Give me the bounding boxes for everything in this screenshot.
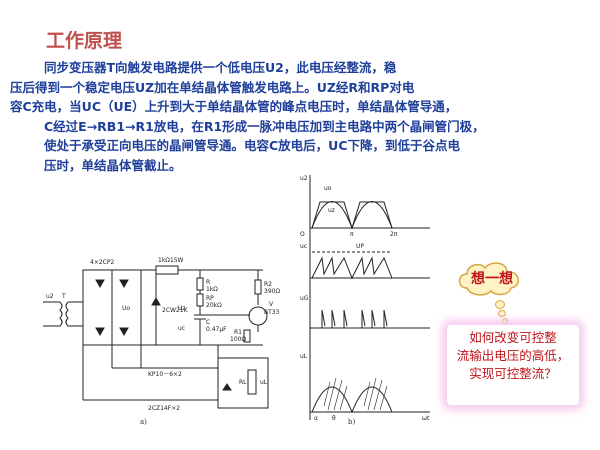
label-transformer: T <box>61 293 66 300</box>
wave-label-2pi: 2π <box>390 231 398 238</box>
wave-label-up: UP <box>356 243 364 250</box>
wave-label-wt: ωt <box>422 415 430 422</box>
label-r1: R1 <box>234 329 242 336</box>
label-r1-value: 100Ω <box>230 336 246 343</box>
label-uo: Uo <box>122 305 130 312</box>
bubble-dot-1 <box>495 300 505 309</box>
label-u2: u2 <box>46 293 54 300</box>
label-c: C <box>206 319 210 326</box>
label-resistor-top: 1kΩ15W <box>158 257 184 264</box>
waveform-caption: b) <box>348 418 356 426</box>
label-thyristor: KP10－6×2 <box>148 371 182 378</box>
wave-label-uz: uz <box>328 207 335 214</box>
label-c-value: 0.47μF <box>206 326 227 333</box>
wave-label-uc: uc <box>300 243 307 250</box>
trigger-circuit-diagram: 4×2CP2 1kΩ15W u2 T Uo 2CW21K Uz R 1kΩ RP… <box>43 257 280 412</box>
wave-label-u2: u2 <box>300 175 308 182</box>
label-bt: BT33 <box>264 309 280 316</box>
label-uz: Uz <box>178 305 186 312</box>
wave-label-ug: uG <box>300 295 309 302</box>
paragraph-line-5: 使处于承受正向电压的晶闸管导通。电容C放电后，UC下降，到低于谷点电 <box>44 138 460 153</box>
label-r: R <box>206 279 210 286</box>
paragraph-line-1: 同步变压器T向触发电路提供一个低电压U2，此电压经整流，稳 <box>44 60 397 75</box>
label-diodes: 4×2CP2 <box>90 259 114 266</box>
label-r2: R2 <box>264 281 272 288</box>
question-line-2: 流输出电压的高低， <box>456 348 570 363</box>
wave-label-theta: θ <box>332 415 336 422</box>
wave-label-alpha: α <box>314 415 318 422</box>
label-uc: uc <box>178 325 185 332</box>
question-box: 如何改变可控整 流输出电压的高低， 实现可控整流？ <box>447 325 579 405</box>
wave-label-uo: uo <box>324 185 332 192</box>
waveform-diagram: u2 uo uz O π 2π uc UP uG uL α θ ωt <box>300 175 430 422</box>
label-rl: RL <box>239 379 247 386</box>
thought-cloud-icon <box>458 262 519 296</box>
slide-title: 工作原理 <box>46 30 123 52</box>
label-zener: 2CW21K <box>162 307 189 314</box>
wave-label-o1: O <box>300 231 305 238</box>
bubble-dot-3 <box>502 318 508 324</box>
circuit-caption: a) <box>140 418 147 426</box>
principle-paragraph: 同步变压器T向触发电路提供一个低电压U2，此电压经整流，稳 压后得到一个稳定电压… <box>10 58 560 175</box>
wave-label-pi: π <box>350 231 354 238</box>
label-r2-value: 390Ω <box>264 288 280 295</box>
label-v: V <box>269 301 274 308</box>
bubble-dot-2 <box>498 310 506 317</box>
label-rp-value: 20kΩ <box>206 302 222 309</box>
question-line-3: 实现可控整流？ <box>469 366 557 381</box>
paragraph-line-6: 压时，单结晶体管截止。 <box>44 157 182 173</box>
label-r-value: 1kΩ <box>206 286 218 293</box>
label-ul: uL <box>260 379 268 386</box>
thought-label: 想一想 <box>471 271 513 287</box>
wave-label-ul: uL <box>300 353 308 360</box>
question-line-1: 如何改变可控整 <box>469 330 557 345</box>
paragraph-line-2: 压后得到一个稳定电压UZ加在单结晶体管触发电路上。UZ经R和RP对电 <box>10 79 415 95</box>
label-rp: RP <box>206 295 214 302</box>
paragraph-line-4: C经过E→RB1→R1放电，在R1形成一脉冲电压加到主电路中两个晶闸管门极， <box>44 118 485 134</box>
label-diode2: 2CZ14F×2 <box>148 405 180 412</box>
paragraph-line-3: 容C充电，当UC（UE）上升到大于单结晶体管的峰点电压时，单结晶体管导通， <box>10 99 458 114</box>
